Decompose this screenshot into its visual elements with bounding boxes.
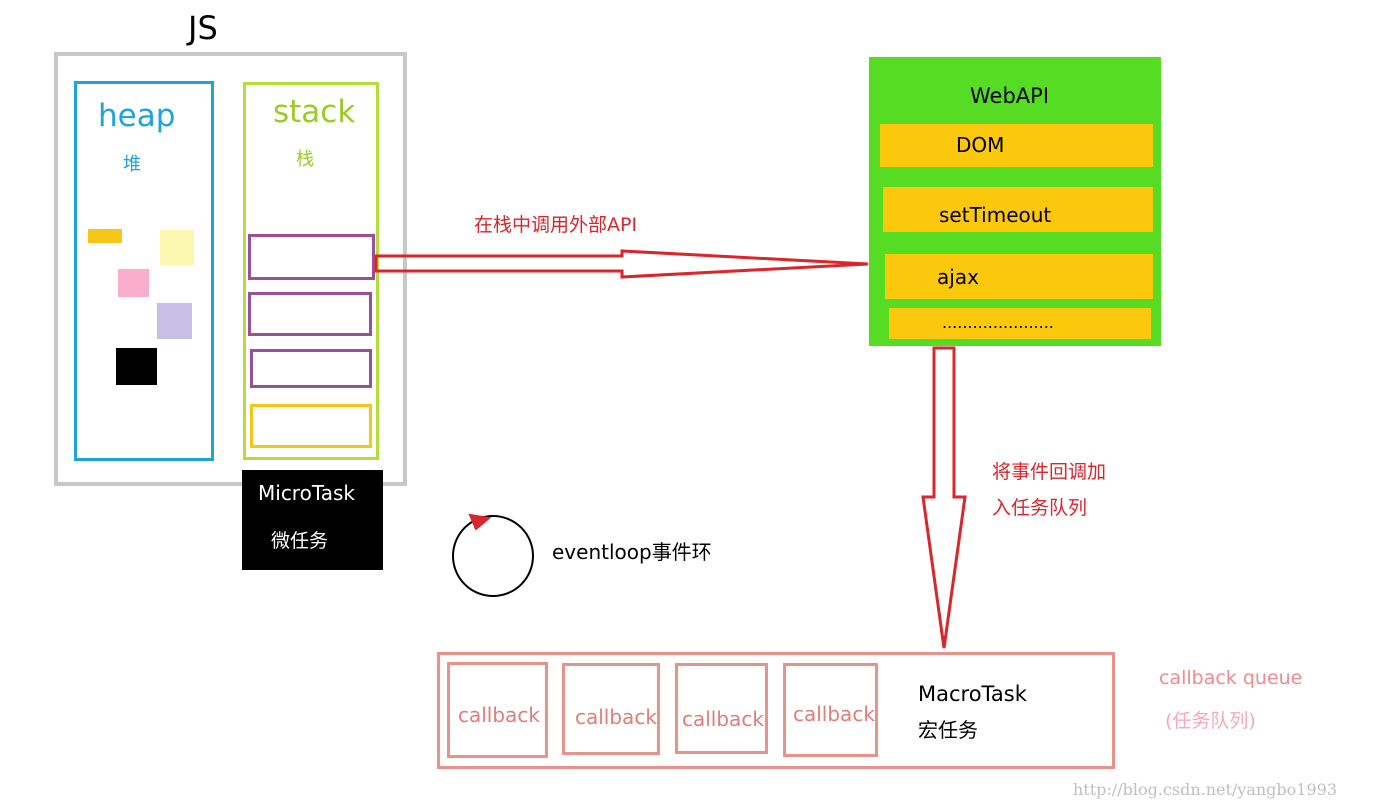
webapi-item-settimeout [883,187,1153,232]
heap-object [157,303,192,339]
macrotask-subtitle: 宏任务 [918,718,978,742]
callback-queue-container [437,652,1115,769]
enqueue-callback-arrow [921,346,967,649]
callback-label: callback [682,707,764,731]
heap-object [88,229,122,243]
stack-frame [248,292,372,336]
heap-object [160,230,194,265]
stack-frame [250,404,372,448]
callback-label: callback [793,702,875,726]
callback-item [783,663,878,757]
callback-queue-sublabel: (任务队列) [1165,710,1256,732]
callback-item [562,663,660,755]
heap-subtitle: 堆 [123,154,141,175]
enqueue-callback-label: 将事件回调加入任务队列 [992,461,1107,519]
eventloop-label: eventloop事件环 [552,540,712,564]
webapi-item-label: ajax [937,265,979,289]
webapi-item-label: ...................... [942,313,1054,332]
callback-label: callback [458,703,540,727]
webapi-item-dom [880,124,1153,167]
js-runtime-container [54,52,407,486]
heap-object [118,269,149,297]
microtask-box [242,470,383,570]
js-runtime-title: JS [188,9,218,47]
stack-title: stack [273,94,356,130]
heap-title: heap [98,98,176,134]
webapi-item-ajax [885,254,1153,299]
callback-item [675,663,768,754]
webapi-item-more [889,308,1151,339]
webapi-title: WebAPI [970,84,1050,108]
stack-frame [250,349,372,388]
heap-object [116,348,157,385]
microtask-title: MicroTask [258,481,355,505]
stack-frame [248,234,375,280]
microtask-subtitle: 微任务 [271,530,329,552]
callback-label: callback [575,705,657,729]
call-webapi-label: 在栈中调用外部API [474,214,638,236]
eventloop-arrowhead [468,513,492,531]
eventloop-circle [452,515,534,597]
heap-container [74,81,214,461]
callback-item [447,662,548,758]
stack-subtitle: 栈 [296,149,314,170]
callback-queue-label: callback queue [1159,667,1303,689]
call-webapi-arrow [374,249,869,279]
macrotask-title: MacroTask [918,682,1027,706]
webapi-item-label: DOM [956,133,1005,157]
watermark: http://blog.csdn.net/yangbo1993 [1073,780,1338,799]
webapi-item-label: setTimeout [939,203,1052,227]
